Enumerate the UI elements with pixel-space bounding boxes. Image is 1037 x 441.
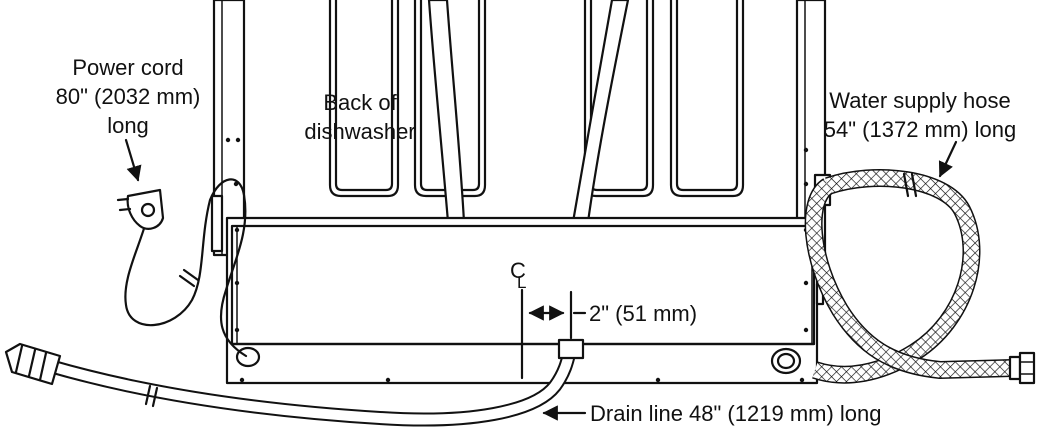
- centerline-symbol: C: [510, 258, 526, 283]
- drain-line: [4, 338, 585, 427]
- offset-label: 2" (51 mm): [589, 301, 697, 326]
- power-cord-arrow: [124, 138, 142, 182]
- water-supply-hose: [804, 169, 1036, 385]
- water-hose-arrow: [938, 140, 958, 178]
- power-cord: [116, 178, 248, 358]
- drain-label: Drain line 48" (1219 mm) long: [590, 401, 882, 426]
- water-hose-label-2: 54" (1372 mm) long: [824, 117, 1016, 142]
- back-label-1: Back of: [323, 90, 397, 115]
- centerline-dimension: C L 2" (51 mm): [510, 258, 697, 380]
- power-cord-label-2: 80" (2032 mm): [56, 84, 201, 109]
- power-plug-icon: [116, 188, 165, 230]
- back-label-2: dishwasher: [304, 119, 415, 144]
- power-cord-label-3: long: [107, 113, 149, 138]
- water-hose-label-1: Water supply hose: [829, 88, 1010, 113]
- power-cord-label-1: Power cord: [72, 55, 183, 80]
- centerline-subscript: L: [517, 273, 526, 292]
